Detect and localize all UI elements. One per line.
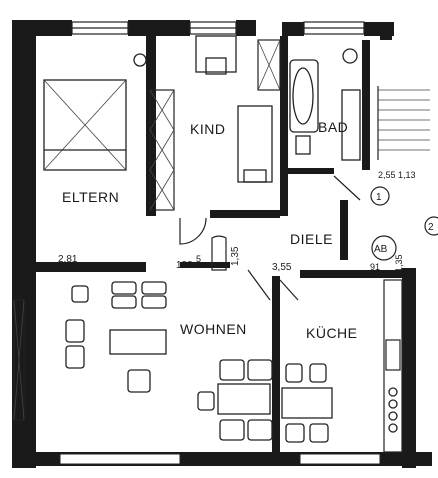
double-bed xyxy=(43,53,147,171)
marker-ab: AB xyxy=(371,235,397,261)
dimension-188: 188 xyxy=(176,260,193,271)
living-furniture xyxy=(65,281,273,441)
room-label-kind: KIND xyxy=(190,121,225,137)
dimension-1-35-right: 1,35 xyxy=(394,254,404,272)
dimension-3-55: 3,55 xyxy=(272,262,292,273)
door-swings xyxy=(179,175,361,301)
room-label-diele: DIELE xyxy=(290,231,333,247)
dimension-2-81: 2,81 xyxy=(58,254,78,265)
kind-desk xyxy=(195,35,273,183)
stairs xyxy=(377,86,430,160)
room-label-wohnen: WOHNEN xyxy=(180,321,247,337)
interior-walls xyxy=(36,36,402,452)
marker-1: 1 xyxy=(370,186,390,206)
dimension-2-55-1-13: 2,55 1,13 xyxy=(378,170,416,180)
dimension-188-superscript: 5 xyxy=(196,254,201,264)
room-label-kueche: KÜCHE xyxy=(306,324,358,341)
dimension-91: 91 xyxy=(370,262,380,272)
room-label-bad: BAD xyxy=(318,119,348,135)
dimension-1-35: 1,35 xyxy=(230,246,241,266)
room-label-eltern: ELTERN xyxy=(62,189,119,205)
wardrobes xyxy=(149,39,281,211)
marker-2: 2 xyxy=(424,216,438,236)
bathroom-fixtures xyxy=(289,48,361,161)
svg-text:2: 2 xyxy=(428,222,434,233)
svg-text:1: 1 xyxy=(376,192,382,203)
windows xyxy=(13,21,381,465)
kitchen-furniture xyxy=(281,279,403,453)
svg-text:AB: AB xyxy=(374,244,388,255)
